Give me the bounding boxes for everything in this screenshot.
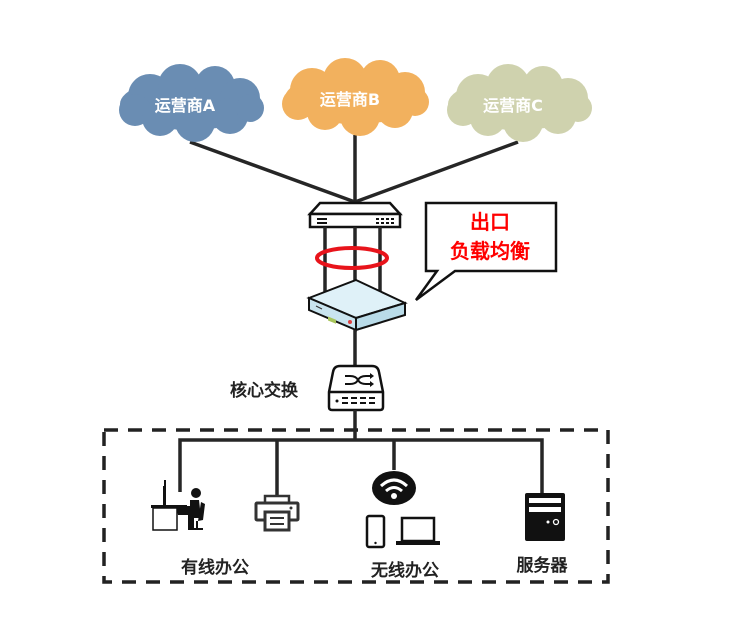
printer-icon xyxy=(254,494,300,532)
isp-links xyxy=(189,135,519,204)
router-icon xyxy=(307,201,403,229)
link-isp-a xyxy=(189,140,356,204)
isp-cloud-c: 运营商C xyxy=(447,64,592,142)
load-balancing-callout: 出口 负载均衡 xyxy=(414,201,558,302)
isp-b-label: 运营商B xyxy=(320,90,380,109)
cloud-icon xyxy=(282,58,429,136)
link-aggregation-ring xyxy=(315,246,389,270)
aggregated-links xyxy=(323,227,382,292)
wifi-icon xyxy=(372,471,416,505)
isp-cloud-b: 运营商B xyxy=(282,58,429,136)
isp-cloud-a: 运营商A xyxy=(119,64,264,142)
wireless-office-label: 无线办公 xyxy=(370,560,439,581)
isp-a-label: 运营商A xyxy=(155,96,216,115)
core-switch-label: 核心交换 xyxy=(230,380,299,401)
callout-line1: 出口 xyxy=(470,210,510,234)
server-label: 服务器 xyxy=(517,555,569,576)
isp-c-label: 运营商C xyxy=(483,96,543,115)
cloud-icon xyxy=(447,64,592,142)
load-balancer-icon xyxy=(306,278,408,332)
laptop-icon xyxy=(396,516,440,545)
lan-bus xyxy=(178,410,544,496)
wired-office-label: 有线办公 xyxy=(181,557,249,578)
switch-icon xyxy=(327,364,385,412)
cloud-icon xyxy=(119,64,264,142)
phone-icon xyxy=(365,514,386,549)
server-icon xyxy=(525,493,565,541)
callout-line2: 负载均衡 xyxy=(450,239,530,263)
link-isp-c xyxy=(354,140,519,204)
workstation-icon xyxy=(151,480,205,531)
